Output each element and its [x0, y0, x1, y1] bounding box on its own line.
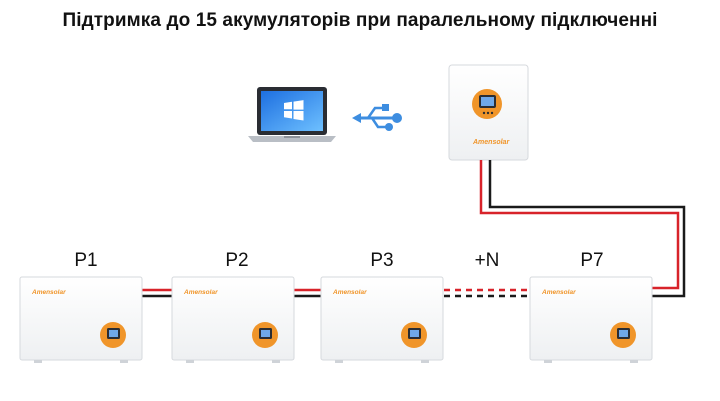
battery-p2: Amensolar	[171, 276, 295, 363]
battery-label-p3: P3	[370, 250, 394, 271]
page-title: Підтримка до 15 акумуляторів при паралел…	[62, 10, 658, 31]
battery-brand-logo: Amensolar	[541, 289, 576, 296]
battery-p1: Amensolar	[19, 276, 143, 363]
inverter-icon: Amensolar	[448, 64, 529, 161]
battery-brand-logo: Amensolar	[332, 289, 367, 296]
battery-label-p1: P1	[74, 250, 98, 271]
battery-p7: Amensolar	[529, 276, 653, 363]
inverter-brand-logo: Amensolar	[472, 139, 510, 146]
laptop-windows-icon	[248, 87, 336, 142]
battery-brand-logo: Amensolar	[183, 289, 218, 296]
battery-link-2-3	[293, 288, 321, 298]
battery-link-1-2	[141, 288, 172, 298]
battery-label-p7: P7	[580, 250, 604, 271]
usb-icon	[352, 104, 402, 131]
battery-brand-logo: Amensolar	[31, 289, 66, 296]
battery-p3: Amensolar	[320, 276, 444, 363]
inverter-cables	[479, 160, 686, 298]
battery-label-p2: P2	[225, 250, 249, 271]
battery-link-dashed	[444, 288, 530, 298]
more-batteries-label: +N	[474, 250, 500, 271]
